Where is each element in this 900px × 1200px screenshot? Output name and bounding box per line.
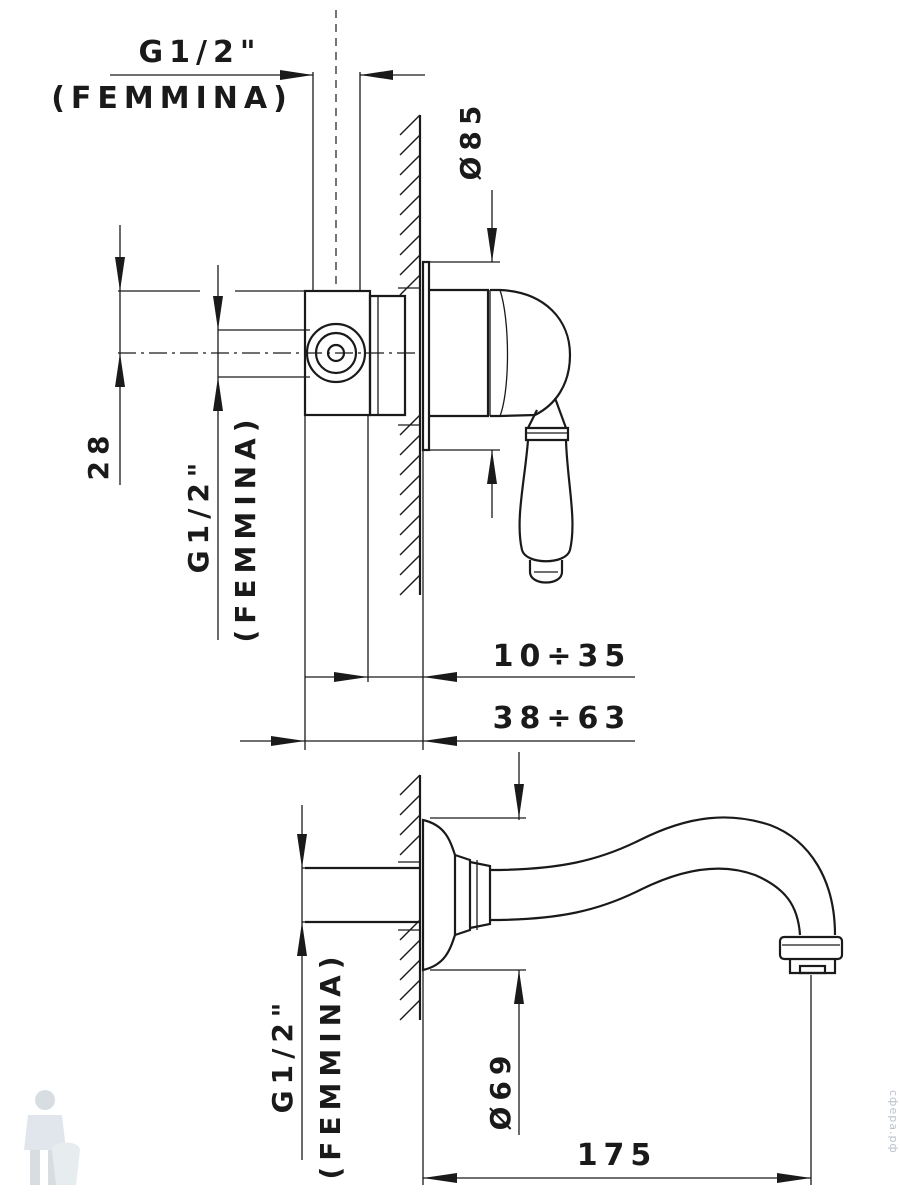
dim-28-label: 28 bbox=[82, 430, 115, 481]
left-thread-dimension bbox=[213, 265, 310, 640]
dia-69-label: Ø69 bbox=[484, 1050, 517, 1131]
dia-69-dimension bbox=[430, 752, 526, 1135]
dim-28-dimension bbox=[115, 225, 420, 485]
range-38-63-dimension bbox=[240, 736, 635, 746]
dim-175-dimension bbox=[422, 970, 812, 1185]
bottom-thread-label: G1/2" bbox=[266, 997, 299, 1114]
mixer-body bbox=[303, 260, 574, 584]
watermark-text: сфера.рф bbox=[887, 1090, 900, 1154]
left-thread-label: G1/2" bbox=[182, 457, 215, 574]
range-10-35-label: 10÷35 bbox=[493, 639, 632, 674]
dia-85-dimension bbox=[430, 190, 500, 518]
dia-85-label: Ø85 bbox=[454, 100, 487, 181]
bottom-femmina-label: (FEMMINA) bbox=[314, 950, 347, 1179]
dim-175-label: 175 bbox=[577, 1138, 658, 1173]
top-thread-dimension bbox=[110, 10, 425, 290]
top-thread-label: G1/2" bbox=[139, 35, 262, 70]
upper-wall-section bbox=[398, 114, 422, 596]
bottom-thread-dimension bbox=[297, 805, 310, 1160]
spout bbox=[305, 816, 844, 975]
top-femmina-label: (FEMMINA) bbox=[51, 81, 293, 116]
range-10-35-dimension bbox=[304, 415, 635, 750]
left-femmina-label: (FEMMINA) bbox=[229, 413, 262, 642]
lower-wall-section bbox=[398, 774, 422, 1021]
range-38-63-label: 38÷63 bbox=[493, 701, 632, 736]
plumber-mascot-icon bbox=[24, 1090, 80, 1185]
